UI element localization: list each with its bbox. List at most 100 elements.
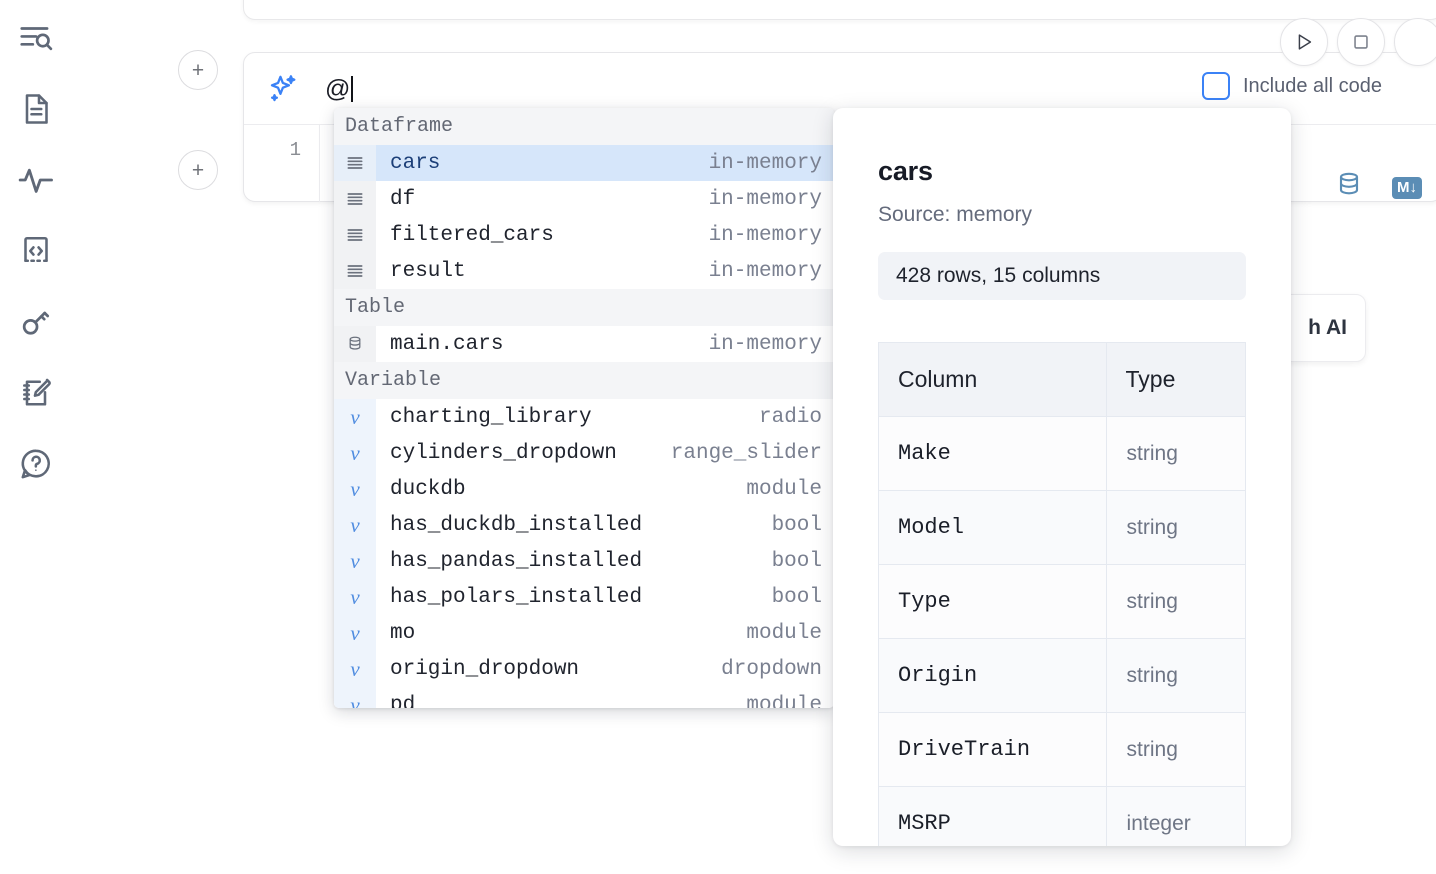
variable-icon: v <box>334 579 376 615</box>
database-icon[interactable] <box>1334 170 1364 205</box>
schema-column-type: string <box>1105 564 1247 639</box>
autocomplete-item-body: df in-memory <box>376 181 834 217</box>
autocomplete-item[interactable]: df in-memory <box>334 181 834 217</box>
autocomplete-item-kind: in-memory <box>708 151 822 175</box>
variable-icon: v <box>334 543 376 579</box>
autocomplete-item-name: charting_library <box>390 405 592 429</box>
autocomplete-group-header: Dataframe <box>334 108 834 145</box>
autocomplete-item-name: cars <box>390 151 441 175</box>
file-icon <box>18 91 54 127</box>
autocomplete-item-body: filtered_cars in-memory <box>376 217 834 253</box>
autocomplete-item-body: cars in-memory <box>376 145 834 181</box>
autocomplete-item-name: has_duckdb_installed <box>390 513 643 537</box>
autocomplete-group-header: Table <box>334 289 834 326</box>
more-button[interactable] <box>1394 18 1436 66</box>
include-all-code-row[interactable]: Include all code <box>1202 72 1382 100</box>
autocomplete-item-kind: module <box>746 693 822 709</box>
run-button[interactable] <box>1280 18 1328 66</box>
sidebar-item-scratchpad[interactable] <box>14 371 58 415</box>
schema-column-type: string <box>1105 416 1247 491</box>
sidebar-item-files[interactable] <box>14 87 58 131</box>
autocomplete-item-kind: bool <box>771 549 822 573</box>
sidebar-item-help[interactable] <box>14 442 58 486</box>
left-sidebar <box>0 0 72 874</box>
autocomplete-item[interactable]: filtered_cars in-memory <box>334 217 834 253</box>
sidebar-item-secrets[interactable] <box>14 300 58 344</box>
sidebar-item-snippets[interactable] <box>14 229 58 273</box>
ai-prompt-value: @ <box>325 75 351 103</box>
add-cell-button-top[interactable]: + <box>178 50 218 90</box>
autocomplete-item[interactable]: cars in-memory <box>334 145 834 181</box>
text-cursor <box>351 76 354 102</box>
autocomplete-item[interactable]: v origin_dropdown dropdown <box>334 651 834 687</box>
autocomplete-item-name: df <box>390 187 416 211</box>
autocomplete-group-header: Variable <box>334 362 834 399</box>
autocomplete-item-body: mo module <box>376 615 834 651</box>
sidebar-item-activity[interactable] <box>14 158 58 202</box>
table-icon <box>334 326 376 362</box>
help-icon <box>18 446 54 482</box>
schema-column-name: MSRP <box>878 786 1107 846</box>
autocomplete-item-kind: dropdown <box>721 657 822 681</box>
line-number: 1 <box>244 125 320 202</box>
autocomplete-item-kind: in-memory <box>708 223 822 247</box>
autocomplete-item[interactable]: v has_duckdb_installed bool <box>334 507 834 543</box>
sidebar-item-explore[interactable] <box>14 16 58 60</box>
autocomplete-item-kind: module <box>746 621 822 645</box>
details-source: Source: memory <box>878 203 1033 226</box>
schema-column-name: Model <box>878 490 1107 565</box>
schema-column-type: string <box>1105 712 1247 787</box>
schema-column-name: Make <box>878 416 1107 491</box>
schema-column-name: Origin <box>878 638 1107 713</box>
autocomplete-item-name: origin_dropdown <box>390 657 580 681</box>
autocomplete-item-name: filtered_cars <box>390 223 554 247</box>
code-editor[interactable]: 1 <box>244 125 1436 202</box>
variable-icon: v <box>334 399 376 435</box>
dataframe-icon <box>334 217 376 253</box>
add-cell-label: + <box>191 58 205 82</box>
autocomplete-item-name: mo <box>390 621 416 645</box>
autocomplete-item-kind: bool <box>771 513 822 537</box>
add-cell-button-bottom[interactable]: + <box>178 150 218 190</box>
variable-icon: v <box>334 507 376 543</box>
variable-icon: v <box>334 651 376 687</box>
code-icon <box>18 233 54 269</box>
stop-button[interactable] <box>1337 18 1385 66</box>
markdown-icon[interactable]: M↓ <box>1392 176 1422 199</box>
dataframe-icon <box>334 253 376 289</box>
include-all-code-checkbox[interactable] <box>1202 72 1230 100</box>
explore-icon <box>17 19 55 57</box>
autocomplete-item-name: main.cars <box>390 332 504 356</box>
schema-column-type: string <box>1105 638 1247 713</box>
previous-cell[interactable] <box>243 0 1436 20</box>
table-header-row: Column Type <box>878 342 1247 417</box>
autocomplete-item-kind: in-memory <box>708 187 822 211</box>
dataframe-icon <box>334 181 376 217</box>
schema-column-name: Type <box>878 564 1107 639</box>
scratchpad-icon <box>18 375 54 411</box>
schema-column-type: string <box>1105 490 1247 565</box>
ai-prompt-input[interactable]: @ <box>325 75 354 104</box>
details-title: cars <box>878 156 933 186</box>
